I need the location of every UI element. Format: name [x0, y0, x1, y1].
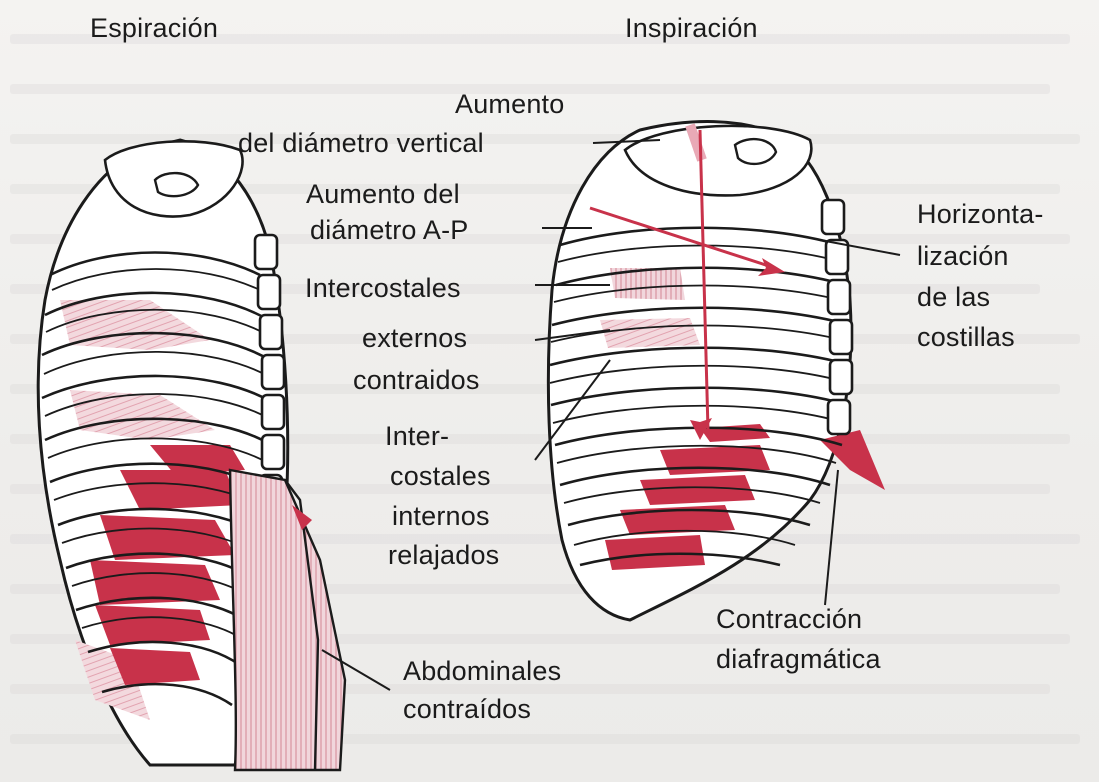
ribs-horizontalization-label-line: lización — [917, 240, 1009, 273]
ribs-horizontalization-label-line: de las — [917, 281, 990, 314]
internal-intercostals-label-line: relajados — [388, 539, 499, 572]
abdominals-label-line: contraídos — [403, 693, 531, 726]
internal-intercostals-label-line: costales — [390, 460, 491, 493]
external-intercostals-label-line: contraidos — [353, 364, 480, 397]
internal-intercostals-label-line: internos — [392, 500, 490, 533]
expiration-abdominals — [230, 470, 345, 770]
internal-intercostals-label-line: Inter- — [385, 420, 449, 453]
ap-diameter-label-line: diámetro A-P — [310, 214, 468, 247]
ribs-horizontalization-label-line: Horizonta- — [917, 198, 1044, 231]
external-intercostals-label-line: externos — [362, 322, 467, 355]
diaphragm-contraction-label-line: diafragmática — [716, 643, 881, 676]
inspiration-heading: Inspiración — [625, 12, 758, 45]
diaphragm-contraction-label-line: Contracción — [716, 603, 862, 636]
ap-diameter-label-line: Aumento del — [306, 178, 460, 211]
inspiration-ribcage — [548, 122, 885, 620]
inspiration-external-intercostals-area — [600, 318, 700, 348]
external-intercostals-label-line: Intercostales — [305, 272, 461, 305]
expiration-ribcage — [38, 140, 345, 770]
vertical-diameter-label-line: del diámetro vertical — [238, 127, 484, 160]
vertical-diameter-label-line: Aumento — [455, 88, 564, 121]
expiration-heading: Espiración — [90, 12, 218, 45]
ribs-horizontalization-label-line: costillas — [917, 321, 1015, 354]
abdominals-label-line: Abdominales — [403, 655, 561, 688]
